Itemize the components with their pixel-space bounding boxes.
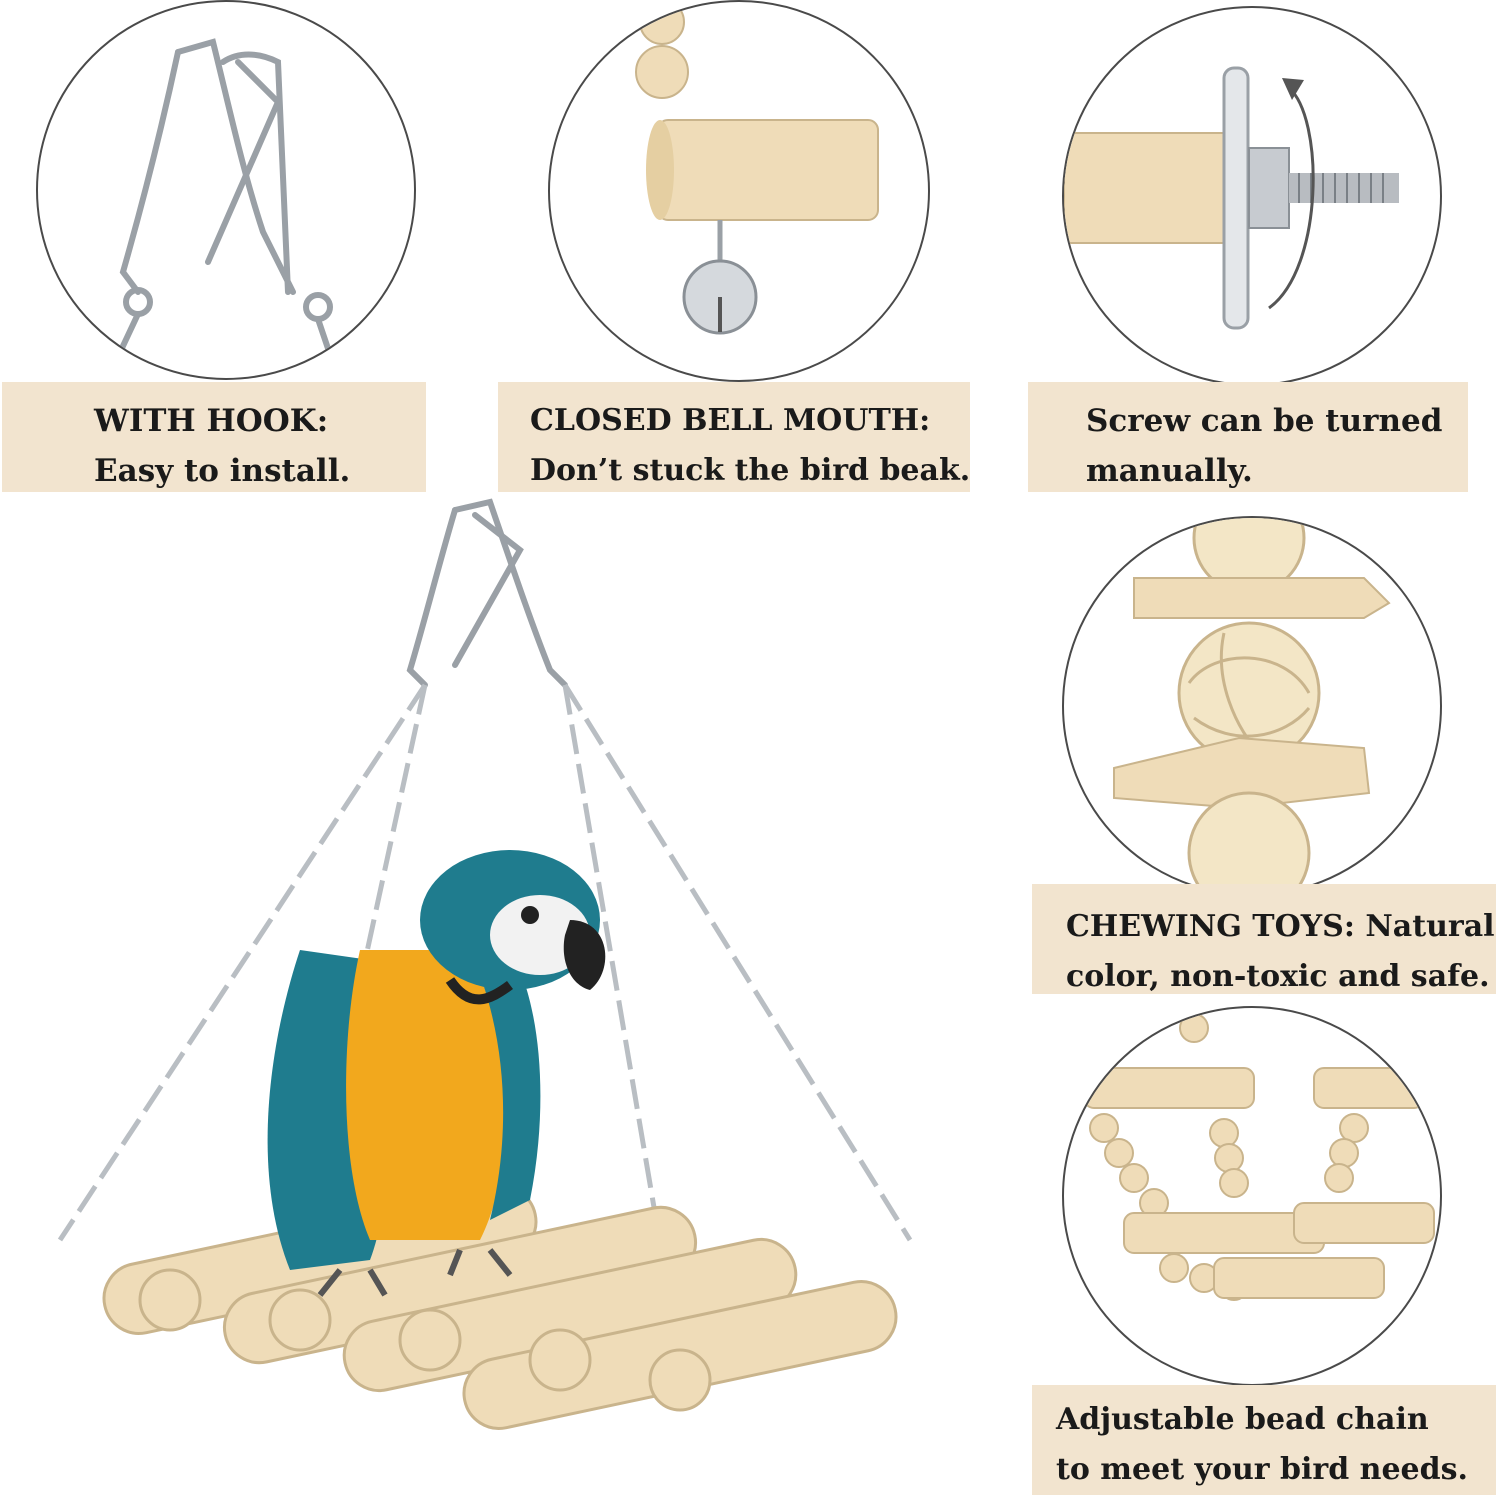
feature-title: CLOSED BELL MOUTH:: [530, 403, 931, 438]
feature-desc: Don’t stuck the bird beak.: [530, 453, 971, 488]
feature-title: Screw can be turned: [1086, 403, 1443, 439]
bead-ladder-icon: [1083, 1013, 1435, 1301]
screw-icon: [1064, 66, 1399, 330]
bell-detail-image: [548, 0, 930, 382]
feature-label-chain: Adjustable bead chain to meet your bird …: [1032, 1385, 1496, 1495]
feature-desc: to meet your bird needs.: [1056, 1452, 1468, 1487]
feature-label-screw: Screw can be turned manually.: [1028, 382, 1468, 492]
bell-icon: [635, 2, 879, 335]
parrot-swing-icon: [57, 498, 913, 1430]
feature-desc: manually.: [1086, 453, 1253, 489]
feature-desc: color, non-toxic and safe.: [1066, 959, 1490, 994]
hook-detail-image: [36, 0, 416, 380]
hook-icon: [105, 38, 341, 378]
feature-title: WITH HOOK:: [94, 403, 329, 439]
feature-desc: Easy to install.: [94, 453, 351, 489]
feature-label-bell: CLOSED BELL MOUTH: Don’t stuck the bird …: [498, 382, 970, 492]
feature-title: Adjustable bead chain: [1056, 1402, 1429, 1437]
swing-with-parrot-image: [40, 480, 940, 1480]
feature-label-hook: WITH HOOK: Easy to install.: [2, 382, 426, 492]
parrot: [267, 850, 606, 1297]
chewing-toys-detail-image: [1062, 516, 1442, 896]
feature-label-chew: CHEWING TOYS: Natural color, non-toxic a…: [1032, 884, 1496, 994]
feature-title: CHEWING TOYS: Natural: [1066, 909, 1495, 944]
bead-chain-detail-image: [1062, 1006, 1442, 1386]
screw-detail-image: [1062, 6, 1442, 386]
rattan-ball-icon: [1113, 518, 1391, 894]
